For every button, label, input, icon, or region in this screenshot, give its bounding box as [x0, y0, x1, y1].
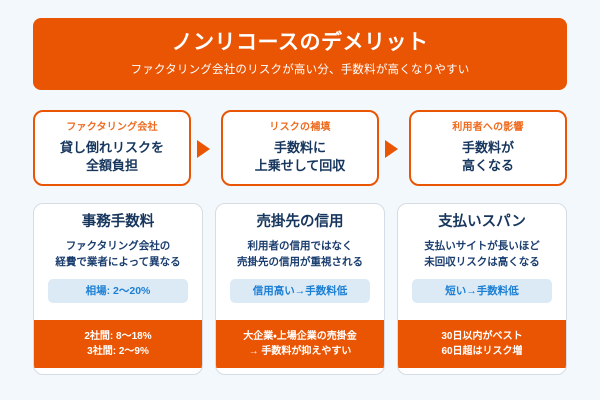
card-3-desc-line1: 支払いサイトが長いほど: [424, 240, 540, 253]
flow-step-3-line2: 高くなる: [461, 157, 514, 173]
flow-step-1-line2: 全額負担: [85, 157, 138, 173]
card-3-desc-line2: 未回収リスクは高くなる: [424, 255, 540, 268]
card-2-chip: 信用高い→手数料低: [230, 278, 370, 304]
card-3: 支払いスパン 支払いサイトが長いほど 未回収リスクは高くなる 短い→手数料低 3…: [397, 203, 567, 375]
card-1-footer: 2社間: 8〜18% 3社間: 2〜9%: [34, 320, 202, 368]
card-1-footer-line1: 2社間: 8〜18%: [84, 331, 152, 342]
flow-step-3: 利用者への影響 手数料が 高くなる: [409, 110, 567, 186]
card-2-desc-line2: 売掛先の信用が重視される: [237, 255, 363, 268]
flow-step-1-label: ファクタリング会社: [66, 121, 158, 133]
card-1-title: 事務手数料: [81, 214, 155, 230]
flow-step-2-line2: 上乗せして回収: [254, 157, 346, 173]
triangle-right-icon: [385, 140, 398, 158]
card-2-footer: 大企業・上場企業の売掛金 → 手数料が抑えやすい: [216, 320, 384, 368]
card-1-chip: 相場: 2〜20%: [48, 278, 188, 304]
card-2-title: 売掛先の信用: [256, 214, 344, 230]
card-1-desc-line1: ファクタリング会社の: [65, 240, 171, 253]
flow-step-1-line1: 貸し倒れリスクを: [59, 139, 164, 155]
card-1-description: ファクタリング会社の 経費で業者によって異なる: [47, 239, 188, 269]
card-3-footer: 30日以内がベスト 60日超はリスク増: [398, 320, 566, 368]
flow-step-2: リスクの補填 手数料に 上乗せして回収: [221, 110, 379, 186]
flow-step-1-text: 貸し倒れリスクを 全額負担: [60, 139, 164, 174]
flow-diagram: ファクタリング会社 貸し倒れリスクを 全額負担 リスクの補填 手数料に 上乗せし…: [33, 110, 567, 186]
card-2-footer-line2: → 手数料が抑えやすい: [248, 346, 352, 357]
flow-step-3-label: 利用者への影響: [452, 121, 524, 133]
flow-step-3-text: 手数料が 高くなる: [462, 139, 514, 174]
flow-step-2-text: 手数料に 上乗せして回収: [255, 139, 346, 174]
detail-cards: 事務手数料 ファクタリング会社の 経費で業者によって異なる 相場: 2〜20% …: [33, 203, 567, 375]
card-3-footer-line2: 60日超はリスク増: [441, 346, 523, 357]
card-2: 売掛先の信用 利用者の信用ではなく 売掛先の信用が重視される 信用高い→手数料低…: [215, 203, 385, 375]
card-2-desc-line1: 利用者の信用ではなく: [247, 240, 353, 253]
page-title: ノンリコースのデメリット: [171, 31, 429, 54]
card-2-footer-line1: 大企業・上場企業の売掛金: [243, 331, 357, 342]
card-3-chip: 短い→手数料低: [412, 278, 552, 304]
card-3-footer-line1: 30日以内がベスト: [441, 331, 523, 342]
flow-step-1: ファクタリング会社 貸し倒れリスクを 全額負担: [33, 110, 191, 186]
card-3-description: 支払いサイトが長いほど 未回収リスクは高くなる: [416, 239, 548, 269]
triangle-right-icon: [197, 140, 210, 158]
flow-step-3-line1: 手数料が: [461, 139, 514, 155]
card-3-title: 支払いスパン: [438, 214, 526, 230]
flow-step-2-line1: 手数料に: [273, 139, 326, 155]
header-banner: ノンリコースのデメリット ファクタリング会社のリスクが高い分、手数料が高くなりや…: [33, 18, 567, 90]
page-subtitle: ファクタリング会社のリスクが高い分、手数料が高くなりやすい: [130, 64, 470, 77]
flow-step-2-label: リスクの補填: [269, 121, 331, 133]
card-2-description: 利用者の信用ではなく 売掛先の信用が重視される: [229, 239, 371, 269]
card-1: 事務手数料 ファクタリング会社の 経費で業者によって異なる 相場: 2〜20% …: [33, 203, 203, 375]
card-1-desc-line2: 経費で業者によって異なる: [55, 255, 181, 268]
card-1-footer-line2: 3社間: 2〜9%: [87, 346, 149, 357]
